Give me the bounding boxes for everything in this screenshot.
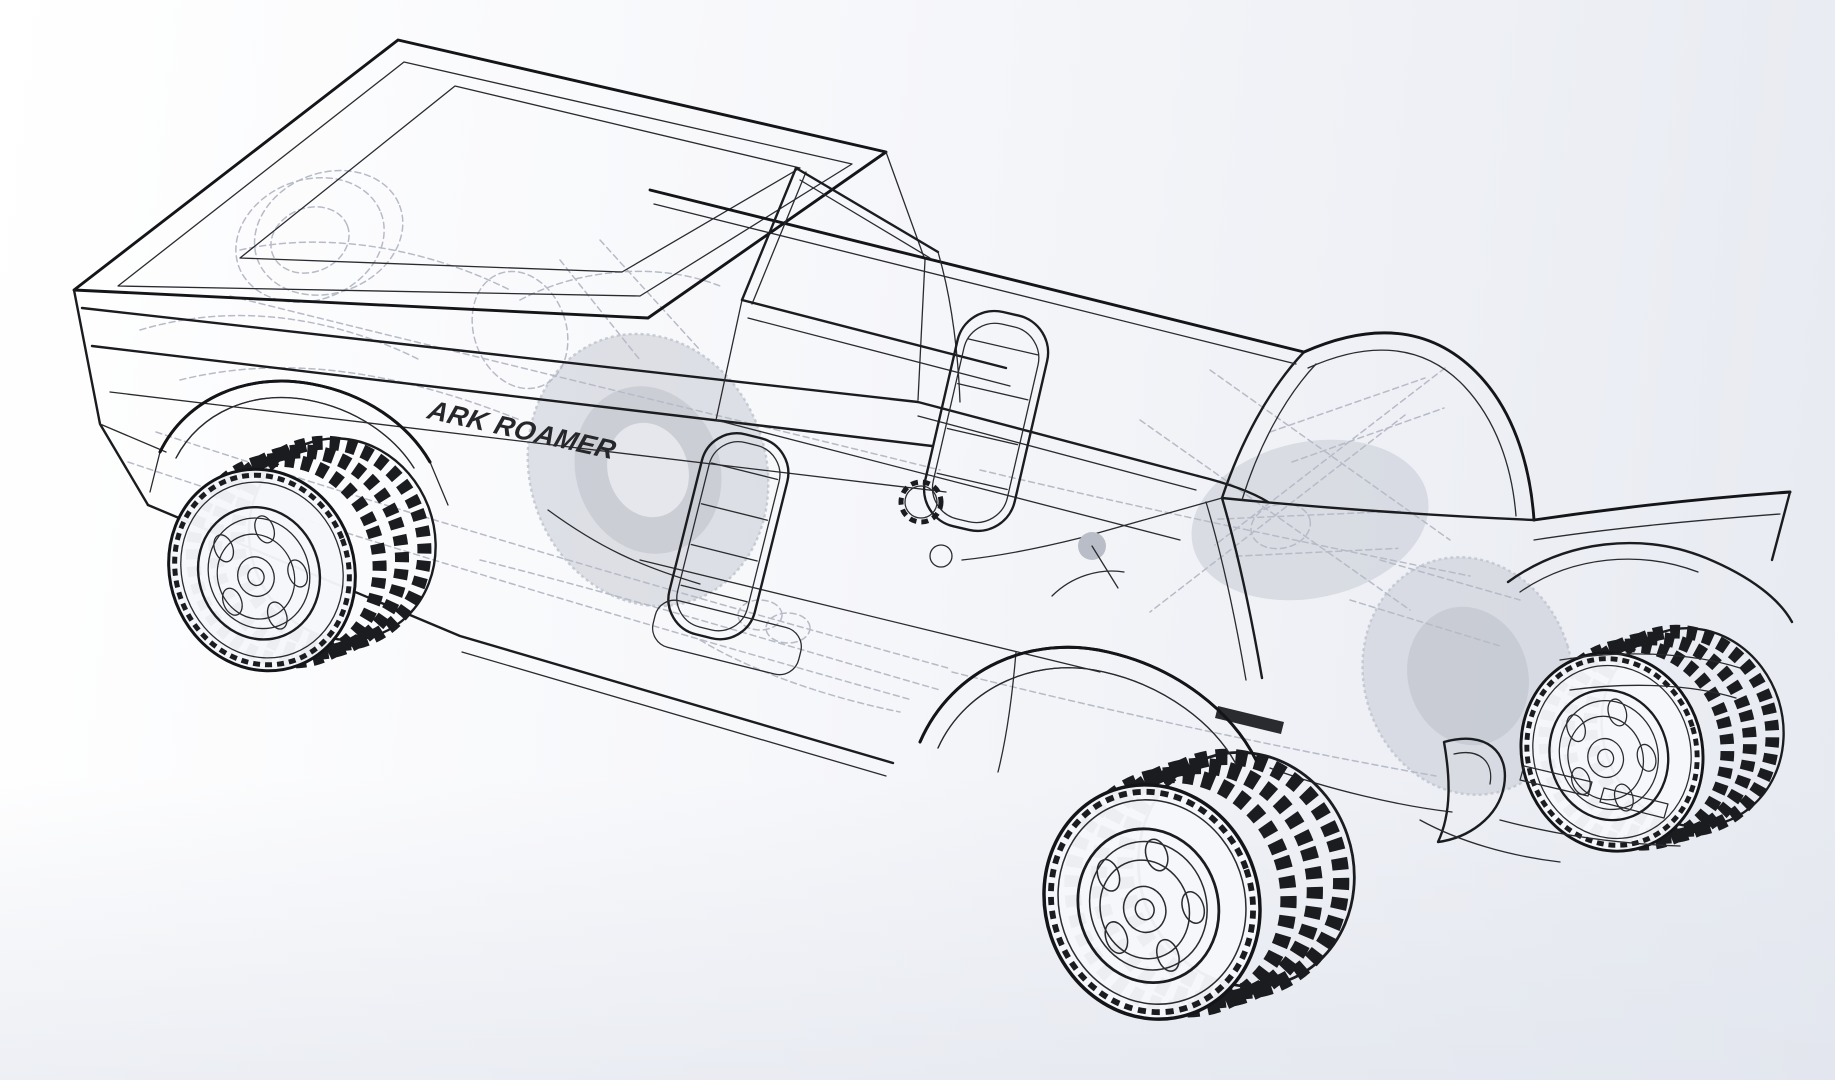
roof-rail bbox=[648, 188, 1306, 354]
windshield-frame bbox=[1205, 331, 1536, 681]
door-handle bbox=[1215, 706, 1284, 734]
wheel-front-left bbox=[1042, 748, 1356, 1021]
wheel-rear-left bbox=[167, 435, 437, 673]
seat-passenger bbox=[922, 309, 1050, 533]
hidden-wheel-rear-right bbox=[526, 332, 770, 608]
rear-canopy bbox=[72, 38, 947, 507]
hidden-geometry-lines bbox=[127, 169, 1575, 796]
seat-driver-cushion bbox=[651, 599, 802, 676]
front-bumper bbox=[1419, 737, 1681, 863]
fender-front-left bbox=[918, 645, 1258, 765]
door-cut-line bbox=[997, 651, 1017, 773]
fender-front-right bbox=[1506, 541, 1794, 624]
cage-brace bbox=[794, 166, 940, 254]
b-pillar bbox=[740, 166, 798, 302]
hood bbox=[1532, 490, 1792, 699]
hidden-engine bbox=[1191, 439, 1429, 601]
seat-driver bbox=[667, 432, 790, 641]
cockpit bbox=[547, 166, 1306, 676]
seat-recline-gear bbox=[904, 485, 938, 519]
fender-overlays bbox=[158, 379, 1258, 765]
